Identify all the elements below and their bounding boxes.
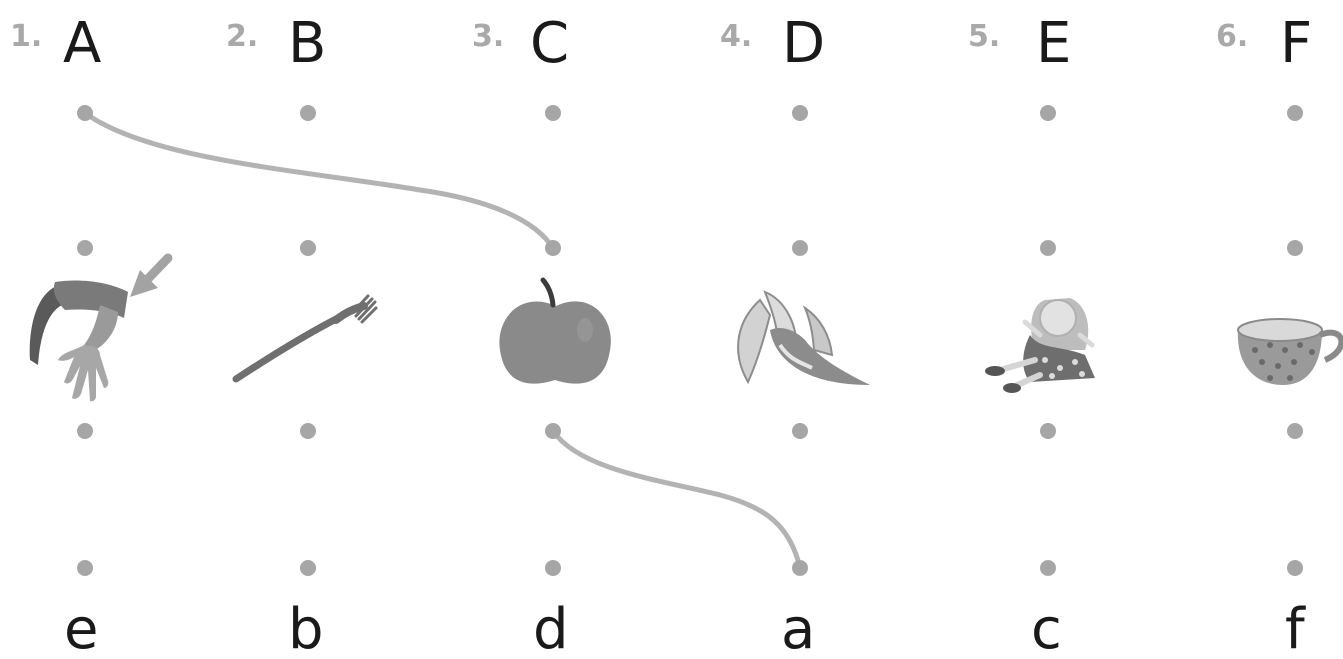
doll-icon[interactable] bbox=[985, 298, 1095, 393]
uppercase-letter-c: C bbox=[530, 11, 569, 76]
banana-icon[interactable] bbox=[737, 290, 870, 385]
dot[interactable] bbox=[545, 105, 561, 121]
dot-row-3 bbox=[77, 423, 1303, 439]
dot[interactable] bbox=[1287, 105, 1303, 121]
dot[interactable] bbox=[1287, 423, 1303, 439]
lowercase-letter-f: f bbox=[1285, 597, 1306, 659]
item-number-3: 3. bbox=[472, 19, 504, 54]
dot[interactable] bbox=[545, 423, 561, 439]
dot[interactable] bbox=[1040, 240, 1056, 256]
item-number-5: 5. bbox=[968, 19, 1000, 54]
lowercase-letter-b: b bbox=[288, 597, 324, 659]
dot-row-2 bbox=[77, 240, 1303, 256]
dot[interactable] bbox=[300, 240, 316, 256]
lowercase-letter-e: e bbox=[64, 597, 98, 659]
dot[interactable] bbox=[1040, 423, 1056, 439]
dot[interactable] bbox=[77, 560, 93, 576]
item-number-6: 6. bbox=[1216, 19, 1248, 54]
uppercase-letter-d: D bbox=[782, 11, 825, 76]
lowercase-letter-d: d bbox=[533, 597, 569, 659]
connection-line-apple-to-a[interactable] bbox=[550, 428, 803, 571]
dot[interactable] bbox=[792, 423, 808, 439]
dot[interactable] bbox=[1040, 105, 1056, 121]
fork-icon[interactable] bbox=[232, 294, 378, 383]
dot[interactable] bbox=[545, 560, 561, 576]
apple-icon[interactable] bbox=[499, 277, 611, 384]
dot[interactable] bbox=[300, 105, 316, 121]
dot[interactable] bbox=[792, 105, 808, 121]
dot[interactable] bbox=[792, 560, 808, 576]
dot[interactable] bbox=[300, 423, 316, 439]
uppercase-letter-b: B bbox=[288, 11, 326, 76]
cup-icon[interactable] bbox=[1237, 318, 1343, 385]
dot[interactable] bbox=[1287, 240, 1303, 256]
uppercase-letter-a: A bbox=[63, 11, 101, 76]
connection-line-a-to-apple[interactable] bbox=[82, 110, 556, 251]
uppercase-letter-f: F bbox=[1280, 11, 1312, 76]
arm-icon[interactable] bbox=[29, 253, 173, 402]
lowercase-letter-a: a bbox=[781, 597, 815, 659]
uppercase-letter-e: E bbox=[1036, 11, 1071, 76]
item-number-2: 2. bbox=[226, 19, 258, 54]
lowercase-letter-c: c bbox=[1031, 597, 1062, 659]
dot[interactable] bbox=[77, 240, 93, 256]
item-number-4: 4. bbox=[720, 19, 752, 54]
dot[interactable] bbox=[545, 240, 561, 256]
dot[interactable] bbox=[77, 423, 93, 439]
dot[interactable] bbox=[300, 560, 316, 576]
dot[interactable] bbox=[77, 105, 93, 121]
dot[interactable] bbox=[1287, 560, 1303, 576]
item-number-1: 1. bbox=[10, 19, 42, 54]
dot[interactable] bbox=[1040, 560, 1056, 576]
dot-row-1 bbox=[77, 105, 1303, 121]
dot-row-4 bbox=[77, 560, 1303, 576]
dot[interactable] bbox=[792, 240, 808, 256]
